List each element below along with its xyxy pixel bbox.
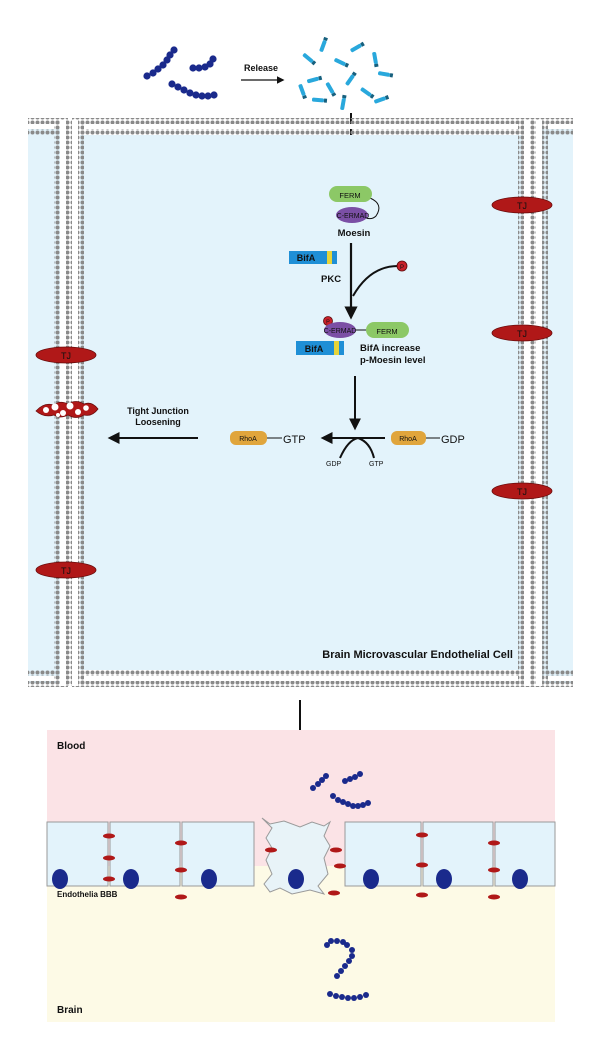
bifa-increase-label-2: p-Moesin level (360, 355, 425, 366)
bbb-panel: Blood Brain Endothelia BBB (46, 730, 556, 1022)
bifa-protein: BifA (289, 251, 337, 264)
p-moesin-complex: P C-ERMAD FERM (323, 316, 409, 338)
tj-label: TJ (517, 329, 527, 339)
blood-label: Blood (57, 741, 85, 752)
tj-loosening-label-2: Loosening (135, 417, 181, 427)
bifa-label: BifA (305, 344, 324, 354)
membrane-right (518, 120, 548, 686)
tight-junction: TJ (491, 482, 553, 500)
loosened-tight-junction (35, 401, 99, 418)
gdp-out-curve (339, 437, 359, 459)
bifa-label: BifA (297, 253, 316, 263)
ferm-label: FERM (339, 191, 360, 200)
gdp-small-label: GDP (326, 461, 342, 468)
phosphate: P (396, 260, 408, 272)
rhoa-gdp: RhoA GDP (391, 431, 465, 446)
moesin-complex: FERM C-ERMAD Moesin (329, 186, 380, 239)
tight-junction: TJ (491, 196, 553, 214)
phosphorylation-curve (352, 265, 399, 297)
c-ermad-label: C-ERMAD (324, 328, 357, 335)
c-ermad-label: C-ERMAD (337, 213, 370, 220)
brain-label: Brain (57, 1005, 83, 1016)
bacteria-fragments (298, 36, 394, 111)
gtp-in-curve (357, 437, 375, 459)
bifa-increase-label: BifA increase (360, 343, 420, 354)
release-label: Release (244, 63, 278, 73)
phosphate-label: P (400, 265, 404, 271)
tj-label: TJ (61, 351, 71, 361)
loosened-junction-marks (265, 847, 346, 896)
rhoa-label: RhoA (399, 436, 417, 443)
bacteria-brain (324, 938, 369, 1001)
tj-label: TJ (517, 487, 527, 497)
moesin-label: Moesin (338, 228, 371, 239)
gdp-label: GDP (441, 434, 465, 446)
ferm-label: FERM (376, 327, 397, 336)
cell-name-label: Brain Microvascular Endothelial Cell (322, 649, 513, 661)
gtp-label: GTP (283, 434, 306, 446)
pkc-label: PKC (321, 274, 341, 285)
bacteria-chains-top (143, 46, 218, 100)
tj-loosening-label: Tight Junction (127, 406, 189, 416)
tight-junction: TJ (491, 324, 553, 342)
tight-junction: TJ (35, 346, 97, 364)
tj-label: TJ (517, 201, 527, 211)
gtp-small-label: GTP (369, 461, 384, 468)
rhoa-gtp: RhoA GTP (230, 431, 306, 446)
bacteria-blood (310, 771, 371, 809)
tj-label: TJ (61, 566, 71, 576)
tight-junction: TJ (35, 561, 97, 579)
rhoa-label: RhoA (239, 436, 257, 443)
phosphate-label: P (326, 320, 330, 326)
bbb-label: Endothelia BBB (57, 890, 118, 899)
bifa-protein: BifA (296, 341, 344, 355)
main-endothelial-cell (72, 118, 530, 687)
